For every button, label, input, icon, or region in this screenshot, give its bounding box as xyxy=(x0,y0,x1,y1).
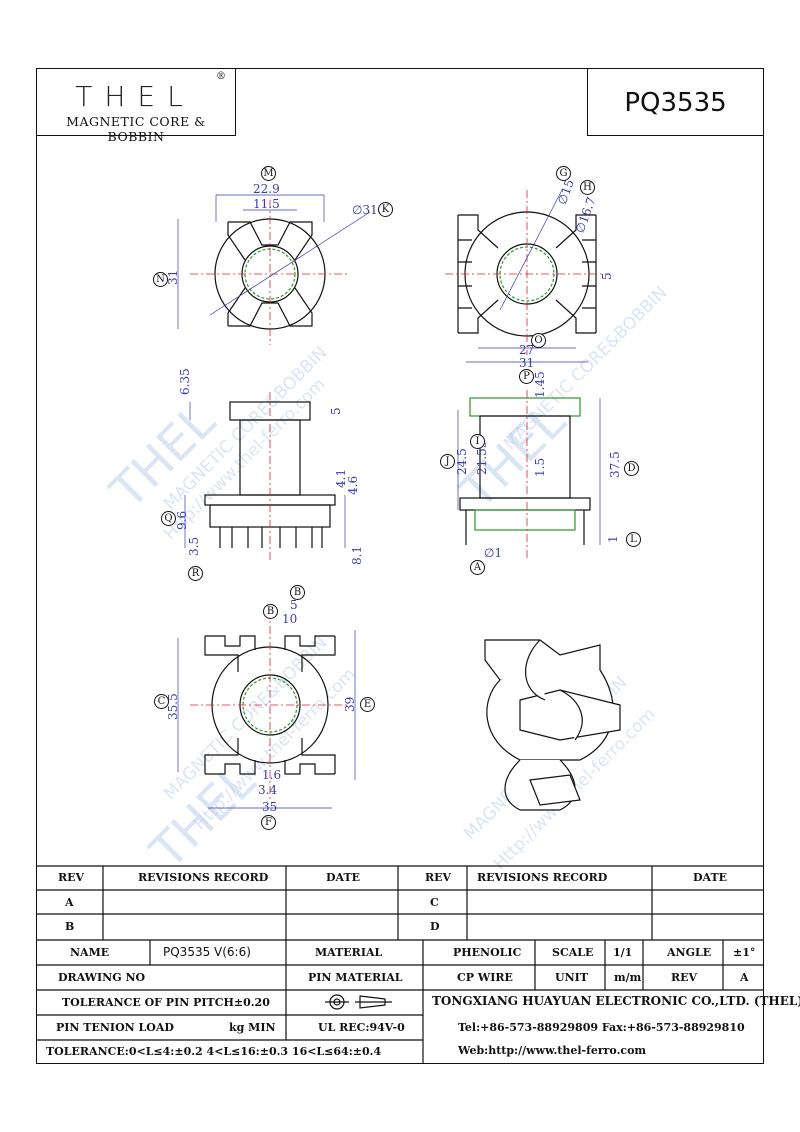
callout-c: C xyxy=(154,694,169,709)
callout-k: K xyxy=(378,202,393,217)
registered-mark: ® xyxy=(216,71,226,82)
dim-dia-31: ∅31 xyxy=(352,203,378,217)
dim-1-45: 1.45 xyxy=(533,371,547,398)
dim-5-right: 5 xyxy=(600,272,614,280)
callout-o: O xyxy=(531,333,546,348)
drawing-no-label: DRAWING NO xyxy=(58,971,146,984)
callout-h: H xyxy=(580,180,595,195)
pin-material-label: PIN MATERIAL xyxy=(308,971,403,984)
dim-1-6: 1.6 xyxy=(262,768,282,782)
unit-value: m/m xyxy=(614,971,642,984)
rev-b: B xyxy=(65,920,75,933)
rev-header-2: REV xyxy=(425,871,452,884)
top-right-view xyxy=(445,189,610,363)
callout-g: G xyxy=(556,166,571,181)
dim-4-6: 4.6 xyxy=(346,475,360,495)
callout-i: I xyxy=(470,434,485,449)
dim-27: 27 xyxy=(519,343,535,357)
rev-header: REV xyxy=(58,871,85,884)
dim-31-width: 31 xyxy=(519,356,535,370)
callout-b: B xyxy=(290,585,305,600)
angle-value: ±1° xyxy=(733,946,756,959)
callout-m: M xyxy=(261,166,276,181)
dim-39: 39 xyxy=(343,696,357,712)
website: Web:http://www.thel-ferro.com xyxy=(458,1044,647,1057)
scale-label: SCALE xyxy=(552,946,594,959)
revisions-record-header: REVISIONS RECORD xyxy=(138,871,269,884)
dim-11-5: 11.5 xyxy=(253,197,280,211)
dim-6-35: 6.35 xyxy=(178,368,192,395)
pin-material-value: CP WIRE xyxy=(457,971,513,984)
logo-subtitle: MAGNETIC CORE & BOBBIN xyxy=(66,114,206,144)
company-name: TONGXIANG HUAYUAN ELECTRONIC CO.,LTD. (T… xyxy=(432,994,800,1008)
date-header: DATE xyxy=(326,871,361,884)
dim-3-5: 3.5 xyxy=(187,536,201,556)
logo-wordmark: THEL xyxy=(75,80,195,113)
callout-b-inner: B xyxy=(263,604,278,619)
callout-q: Q xyxy=(161,511,176,526)
isometric-view xyxy=(484,639,621,811)
material-label: MATERIAL xyxy=(315,946,383,959)
callout-n: N xyxy=(153,272,168,287)
general-tolerance: TOLERANCE:0<L≤4:±0.2 4<L≤16:±0.3 16<L≤64… xyxy=(46,1045,382,1058)
scale-value: 1/1 xyxy=(613,946,633,959)
title-box xyxy=(587,68,764,136)
dim-dia-1: ∅1 xyxy=(484,546,503,560)
dim-22-9: 22.9 xyxy=(253,182,280,196)
bottom-left-view xyxy=(177,610,356,809)
callout-a: A xyxy=(470,560,485,575)
callout-f: F xyxy=(261,815,276,830)
part-number-title: PQ3535 xyxy=(624,88,727,118)
callout-e: E xyxy=(360,697,375,712)
dim-3-4: 3.4 xyxy=(258,783,278,797)
unit-label: UNIT xyxy=(555,971,588,984)
dim-5-mid: 5 xyxy=(329,407,343,415)
pin-pitch-tolerance: TOLERANCE OF PIN PITCH±0.20 xyxy=(62,996,270,1009)
callout-r: R xyxy=(188,566,203,581)
name-value: PQ3535 V(6:6) xyxy=(163,945,251,959)
rev-a: A xyxy=(65,896,74,909)
callout-p: P xyxy=(519,369,534,384)
pin-tension-label: PIN TENION LOAD xyxy=(56,1021,174,1034)
phone-fax: Tel:+86-573-88929809 Fax:+86-573-8892981… xyxy=(458,1021,745,1034)
dim-10: 10 xyxy=(282,612,298,626)
callout-l: L xyxy=(626,532,641,547)
side-left-view xyxy=(184,392,346,560)
dim-5-bottom: 5 xyxy=(290,598,298,612)
dim-9-6: 9.6 xyxy=(175,510,189,530)
dim-1-5: 1.5 xyxy=(533,457,547,477)
dim-8-1: 8.1 xyxy=(350,545,364,565)
rev-d: D xyxy=(430,920,440,933)
angle-label: ANGLE xyxy=(667,946,712,959)
ul-rec: UL REC:94V-0 xyxy=(318,1021,405,1034)
title-block-grid xyxy=(36,865,764,1064)
rev-c: C xyxy=(430,896,439,909)
material-value: PHENOLIC xyxy=(453,946,522,959)
drawing-sheet xyxy=(36,68,764,1064)
name-label: NAME xyxy=(70,946,110,959)
logo-box xyxy=(36,68,236,136)
callout-j: J xyxy=(440,454,455,469)
dim-1-right: 1 xyxy=(606,535,620,543)
dim-24-5: 24.5 xyxy=(455,448,469,475)
top-left-view xyxy=(177,194,371,345)
dim-31-height: 31 xyxy=(166,269,180,285)
callout-d: D xyxy=(624,461,639,476)
pin-tension-unit: kg MIN xyxy=(229,1021,276,1034)
date-header-2: DATE xyxy=(693,871,728,884)
rev-value: A xyxy=(740,971,749,984)
dim-37-5: 37.5 xyxy=(608,451,622,478)
side-right-view xyxy=(457,390,601,560)
revisions-record-header-2: REVISIONS RECORD xyxy=(477,871,608,884)
rev-label: REV xyxy=(671,971,698,984)
dim-35: 35 xyxy=(262,800,278,814)
